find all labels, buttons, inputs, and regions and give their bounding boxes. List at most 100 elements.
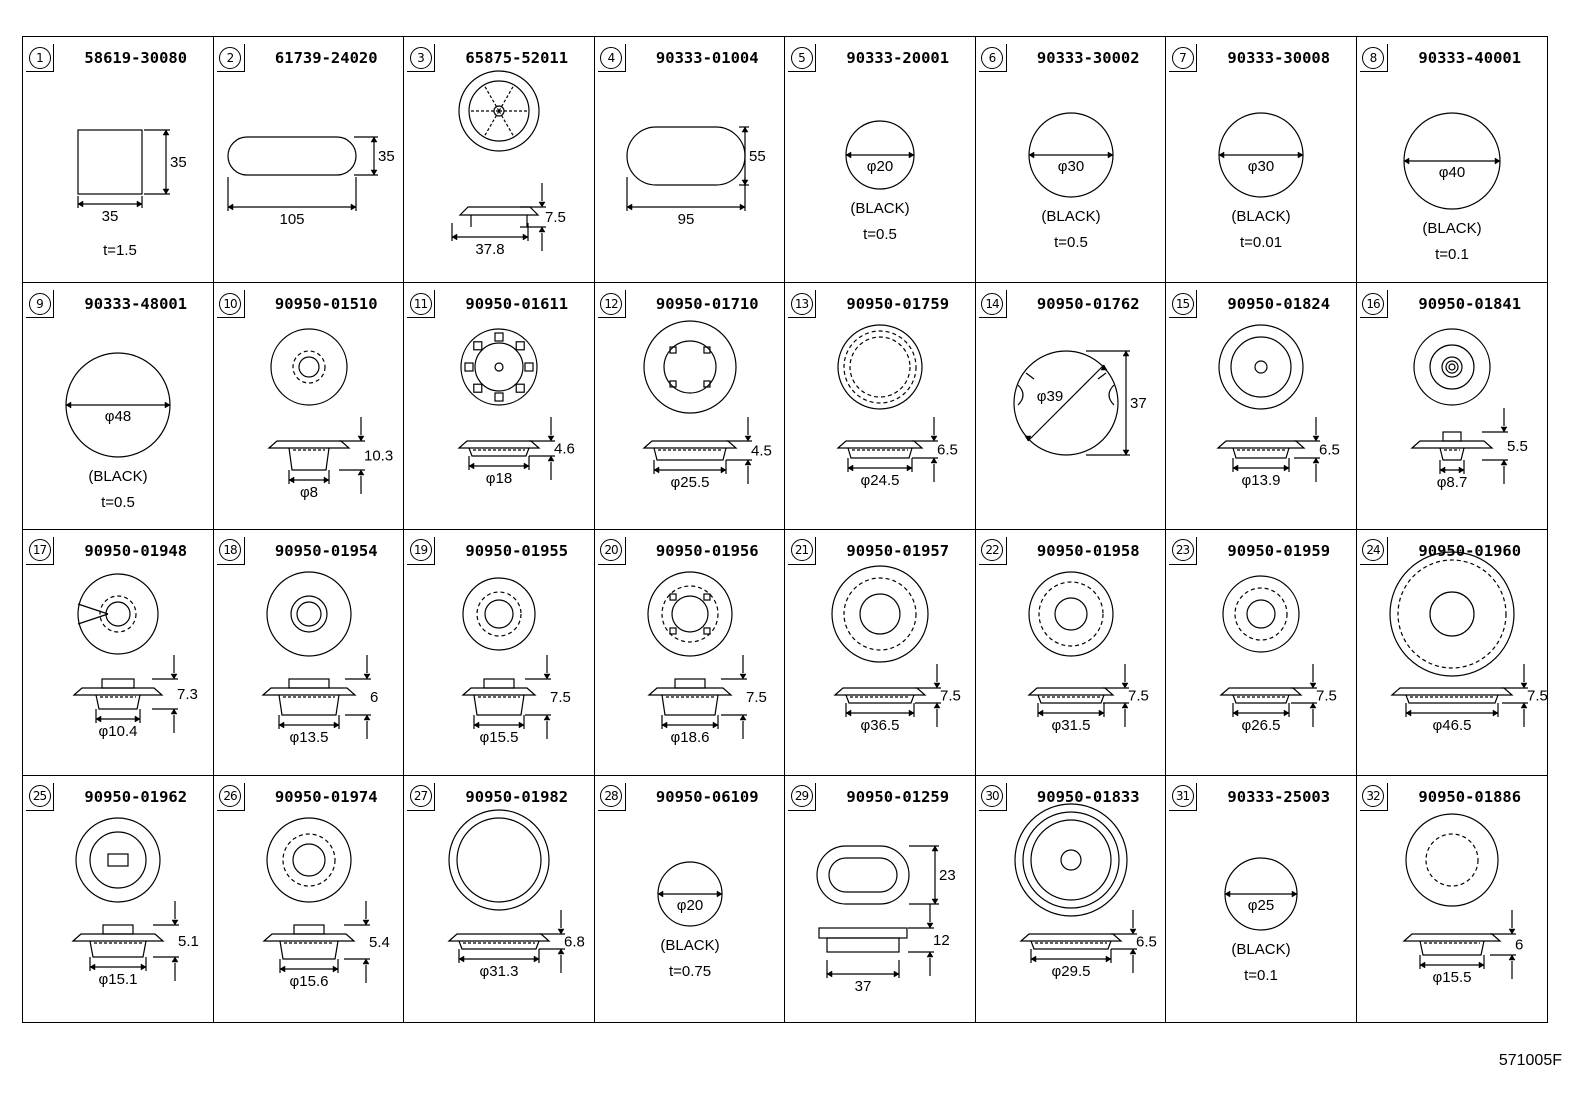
item-number: 19	[409, 539, 432, 561]
item-number: 2	[219, 46, 241, 69]
item-number: 7	[1171, 46, 1194, 69]
ring	[291, 350, 326, 384]
body	[1036, 694, 1105, 704]
color-note: (BLACK)	[1231, 208, 1290, 225]
arrow-head	[468, 462, 475, 470]
arrow-head	[1500, 427, 1507, 433]
ring	[1428, 344, 1475, 390]
color-note: (BLACK)	[1231, 941, 1290, 958]
part-number: 90950-01948	[84, 541, 188, 560]
dimension-label: 6.5	[1319, 442, 1340, 459]
arrow-head	[1100, 364, 1107, 371]
item-number-box: 24	[1359, 536, 1388, 565]
body	[660, 694, 719, 716]
ring	[1053, 596, 1088, 631]
arrow-head	[1403, 157, 1409, 165]
arrow-head	[543, 673, 551, 679]
flange	[1409, 440, 1494, 449]
flange	[71, 933, 165, 942]
item-number-box: 26	[216, 782, 245, 811]
arrow-head	[1224, 890, 1231, 898]
part-number: 90333-20001	[846, 49, 950, 67]
flange	[461, 686, 537, 696]
flange	[1018, 933, 1123, 942]
item-number-box: 25	[26, 782, 54, 811]
dimension-label: 37	[1130, 395, 1147, 412]
ring	[670, 594, 709, 633]
item-number: 4	[600, 46, 622, 69]
key-tab	[702, 346, 711, 354]
item-number: 8	[1362, 46, 1384, 69]
part-drawing: 7.537.8	[451, 70, 566, 258]
arrow-head	[653, 466, 659, 474]
ring	[1254, 360, 1268, 374]
arrow-head	[1297, 151, 1304, 159]
item-number-box: 5	[788, 44, 816, 72]
gear-tooth	[515, 383, 525, 394]
square-plate	[77, 129, 143, 195]
part-number: 61739-24020	[274, 49, 378, 67]
item-number-box: 9	[26, 290, 54, 319]
ring	[1218, 324, 1304, 410]
thickness-note: t=0.75	[668, 963, 710, 980]
body	[1029, 940, 1112, 950]
ring	[474, 342, 524, 392]
arrow-head	[1500, 459, 1507, 466]
dimension-label: 7.5	[550, 689, 571, 706]
dimension-label: 7.3	[177, 686, 198, 703]
dimension-label: φ8	[299, 484, 317, 501]
cap	[673, 677, 706, 689]
gear-tooth	[515, 341, 525, 351]
spoke	[498, 110, 514, 136]
body	[1418, 940, 1485, 956]
arrow-head	[557, 928, 565, 935]
item-number-box: 15	[1169, 290, 1197, 319]
ring	[1037, 580, 1104, 647]
ring	[1424, 833, 1479, 887]
ring	[476, 590, 522, 637]
diameter-label: φ30	[1248, 158, 1274, 175]
arrow-head	[171, 956, 179, 962]
spoke	[484, 86, 500, 112]
part-number: 65875-52011	[465, 49, 569, 67]
dimension-label: φ24.5	[861, 472, 900, 489]
arrow-head	[712, 721, 718, 728]
arrow-head	[739, 714, 746, 720]
dimension-label: 55	[749, 148, 766, 165]
gear-tooth	[524, 362, 534, 372]
key-tab	[668, 592, 677, 601]
arrow-head	[744, 436, 751, 442]
part-number: 58619-30080	[84, 49, 188, 67]
body	[652, 448, 727, 461]
ring	[456, 817, 542, 903]
ring	[1444, 360, 1459, 374]
gear-tooth	[494, 392, 504, 402]
ring	[1230, 336, 1292, 398]
arrow-head	[370, 169, 377, 176]
diameter-label: φ20	[676, 897, 702, 914]
part-number: 90950-01759	[846, 295, 950, 314]
arrow-head	[227, 203, 233, 211]
item-number-box: 18	[216, 536, 245, 565]
part-number: 90950-01974	[274, 787, 378, 806]
body	[95, 694, 141, 710]
gear-tooth	[494, 332, 504, 342]
item-number: 18	[219, 539, 241, 561]
arrow-head	[473, 721, 480, 728]
item-number: 28	[600, 785, 622, 808]
item-number-box: 2	[216, 44, 245, 72]
flange	[1216, 440, 1306, 449]
thickness-note: t=0.1	[1435, 246, 1469, 263]
item-number: 9	[28, 292, 51, 315]
